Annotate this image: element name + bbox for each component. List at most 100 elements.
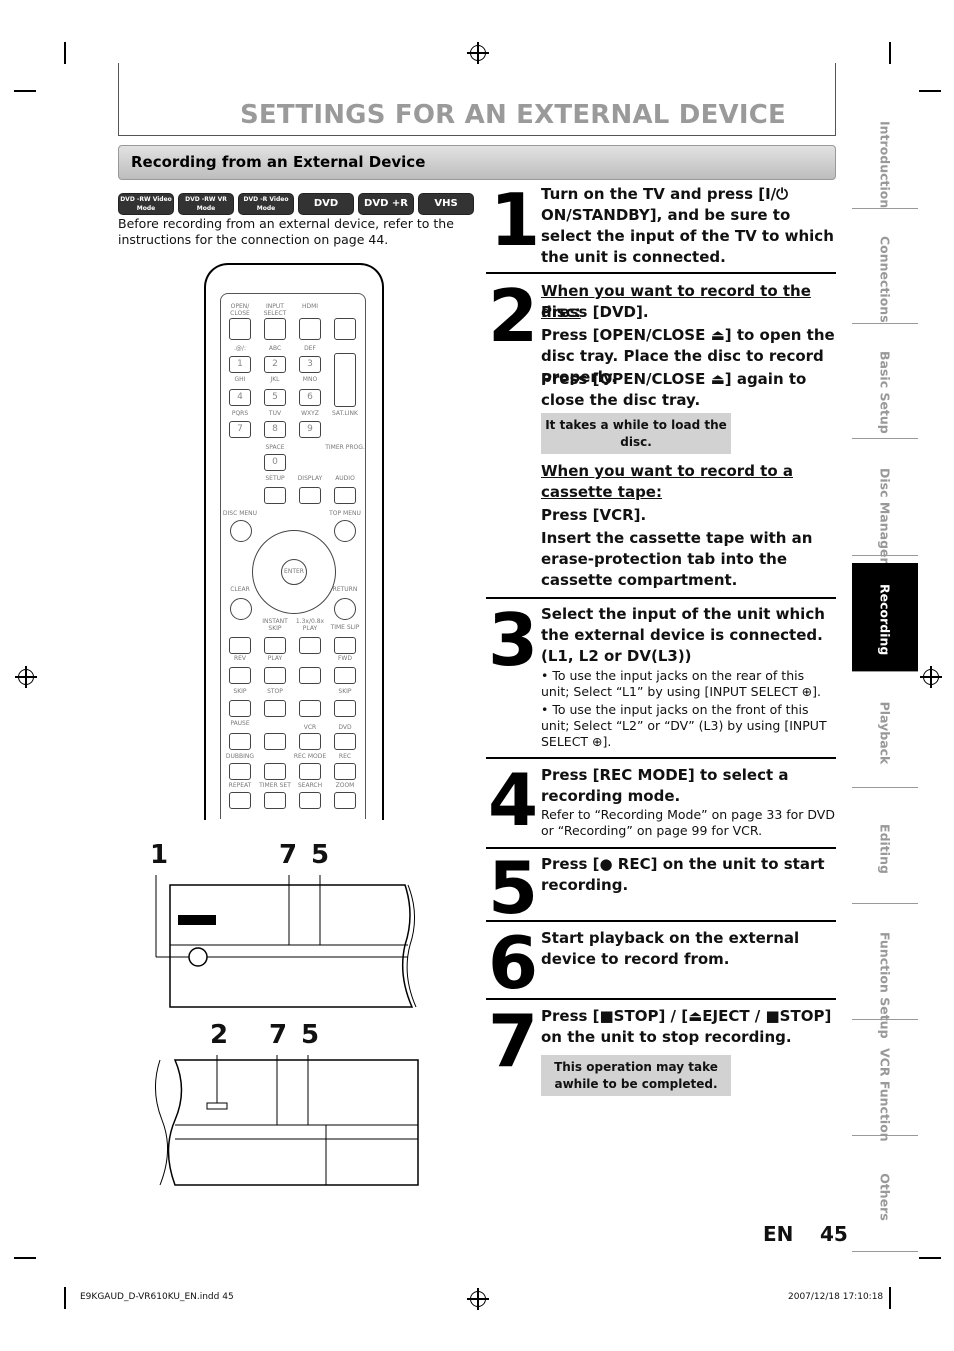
remote-label: MNO bbox=[302, 376, 318, 383]
step-divider bbox=[486, 998, 836, 1000]
remote-number-button: 6 bbox=[299, 389, 321, 406]
step-divider bbox=[486, 597, 836, 599]
tab-disc-management[interactable]: Disc Management bbox=[852, 447, 918, 594]
tab-editing[interactable]: Editing bbox=[852, 795, 918, 904]
remote-label: DISPLAY bbox=[297, 475, 323, 482]
device-front-illustration bbox=[155, 875, 417, 1008]
remote-label: TIMER PROG. bbox=[325, 444, 365, 451]
remote-label: JKL bbox=[270, 376, 280, 383]
remote-button bbox=[264, 487, 286, 504]
remote-label: SPACE bbox=[265, 444, 285, 451]
tape-heading: When you want to record to a cassette ta… bbox=[541, 462, 793, 501]
remote-number-button: 4 bbox=[229, 389, 251, 406]
tab-function-setup[interactable]: Function Setup bbox=[852, 911, 918, 1039]
remote-button bbox=[299, 637, 321, 654]
remote-round-button bbox=[334, 520, 356, 542]
enter-button: ENTER bbox=[281, 559, 307, 585]
tab-others[interactable]: Others bbox=[852, 1143, 918, 1252]
step-5-text: Press [● REC] on the unit to start recor… bbox=[541, 855, 825, 894]
tab-connections[interactable]: Connections bbox=[852, 215, 918, 324]
remote-button bbox=[334, 487, 356, 504]
step-3-bullet-front: • To use the input jacks on the front of… bbox=[541, 702, 827, 749]
remote-label: REV bbox=[233, 655, 247, 662]
remote-label: PLAY bbox=[267, 655, 283, 662]
dvd-plus-r-badge: DVD +R bbox=[358, 193, 414, 215]
step-3-bullet-rear: • To use the input jacks on the rear of … bbox=[541, 668, 822, 699]
remote-button bbox=[264, 318, 286, 340]
device-front-closeup-illustration bbox=[155, 1055, 419, 1186]
remote-button bbox=[299, 700, 321, 717]
remote-number-button: 9 bbox=[299, 421, 321, 438]
remote-label: REC MODE bbox=[293, 753, 327, 760]
remote-button bbox=[229, 763, 251, 780]
remote-face bbox=[220, 293, 366, 819]
device-callout: 5 bbox=[301, 1020, 320, 1050]
remote-label: GHI bbox=[234, 376, 246, 383]
crop-mark bbox=[14, 90, 36, 92]
remote-button bbox=[299, 667, 321, 684]
remote-label: REPEAT bbox=[228, 782, 252, 789]
remote-number-button: 0 bbox=[264, 454, 286, 471]
disc-heading: When you want to record to the disc: bbox=[541, 282, 811, 321]
remote-label: TUV bbox=[268, 410, 282, 417]
remote-label: VCR bbox=[303, 724, 317, 731]
remote-button bbox=[264, 637, 286, 654]
media-badges: DVD -RW Video Mode DVD -RW VR Mode DVD -… bbox=[118, 193, 474, 229]
dvd-r-video-badge: DVD -R Video Mode bbox=[238, 193, 294, 215]
tab-basic-setup[interactable]: Basic Setup bbox=[852, 330, 918, 439]
language-label: EN bbox=[763, 1222, 794, 1246]
registration-mark-icon bbox=[467, 42, 489, 64]
remote-label: ZOOM bbox=[335, 782, 355, 789]
dvd-plus-rw-badge: DVD +RW bbox=[298, 193, 354, 229]
remote-label: STOP bbox=[267, 688, 283, 695]
remote-label: ABC bbox=[268, 345, 282, 352]
remote-label: REC bbox=[338, 753, 352, 760]
step-6-text: Start playback on the external device to… bbox=[541, 929, 800, 968]
remote-button bbox=[229, 637, 251, 654]
tab-introduction[interactable]: Introduction bbox=[852, 100, 918, 209]
remote-label: SETUP bbox=[265, 475, 285, 482]
step-5-number: 5 bbox=[488, 846, 539, 930]
tab-playback[interactable]: Playback bbox=[852, 679, 918, 788]
remote-button bbox=[299, 318, 321, 340]
remote-label: HDMI bbox=[301, 303, 319, 310]
remote-label: SEARCH bbox=[297, 782, 323, 789]
remote-label: INPUT SELECT bbox=[263, 303, 287, 317]
remote-button bbox=[229, 700, 251, 717]
remote-button bbox=[299, 487, 321, 504]
step-divider bbox=[486, 847, 836, 849]
page-number: 45 bbox=[820, 1222, 848, 1246]
remote-round-button bbox=[230, 520, 252, 542]
remote-number-button: 2 bbox=[264, 356, 286, 373]
intro-text: Before recording from an external device… bbox=[118, 216, 454, 247]
remote-label: SKIP bbox=[338, 688, 352, 695]
step-6-number: 6 bbox=[488, 921, 539, 1005]
remote-label: DISC MENU bbox=[222, 510, 258, 517]
remote-button bbox=[264, 763, 286, 780]
remote-button bbox=[334, 763, 356, 780]
step-divider bbox=[486, 757, 836, 759]
section-bar: Recording from an External Device bbox=[118, 145, 836, 180]
footer-date: 2007/12/18 17:10:18 bbox=[788, 1292, 884, 1302]
remote-button bbox=[299, 792, 321, 809]
remote-button bbox=[264, 700, 286, 717]
remote-label: WXYZ bbox=[301, 410, 319, 417]
disc-load-note: It takes a while to load the disc. bbox=[541, 413, 731, 454]
header-frame bbox=[118, 63, 836, 136]
remote-dpad: ENTER bbox=[252, 530, 336, 614]
tab-recording[interactable]: Recording bbox=[852, 563, 918, 672]
footer-file: E9KGAUD_D-VR610KU_EN.indd 45 bbox=[80, 1292, 234, 1302]
remote-label: RETURN bbox=[332, 586, 358, 593]
remote-number-button: 8 bbox=[264, 421, 286, 438]
crop-mark bbox=[64, 42, 66, 64]
remote-button bbox=[299, 763, 321, 780]
crop-mark bbox=[889, 1287, 891, 1309]
tab-vcr-function[interactable]: VCR Function bbox=[852, 1027, 918, 1142]
remote-label: CLEAR bbox=[230, 586, 250, 593]
remote-button bbox=[334, 700, 356, 717]
tape-press-vcr: Press [VCR]. bbox=[541, 506, 647, 524]
tape-insert-instruction: Insert the cassette tape with an erase-p… bbox=[541, 529, 813, 589]
step-1-number: 1 bbox=[490, 178, 541, 262]
remote-label: .@/: bbox=[234, 345, 246, 352]
device-callout: 2 bbox=[210, 1020, 229, 1050]
